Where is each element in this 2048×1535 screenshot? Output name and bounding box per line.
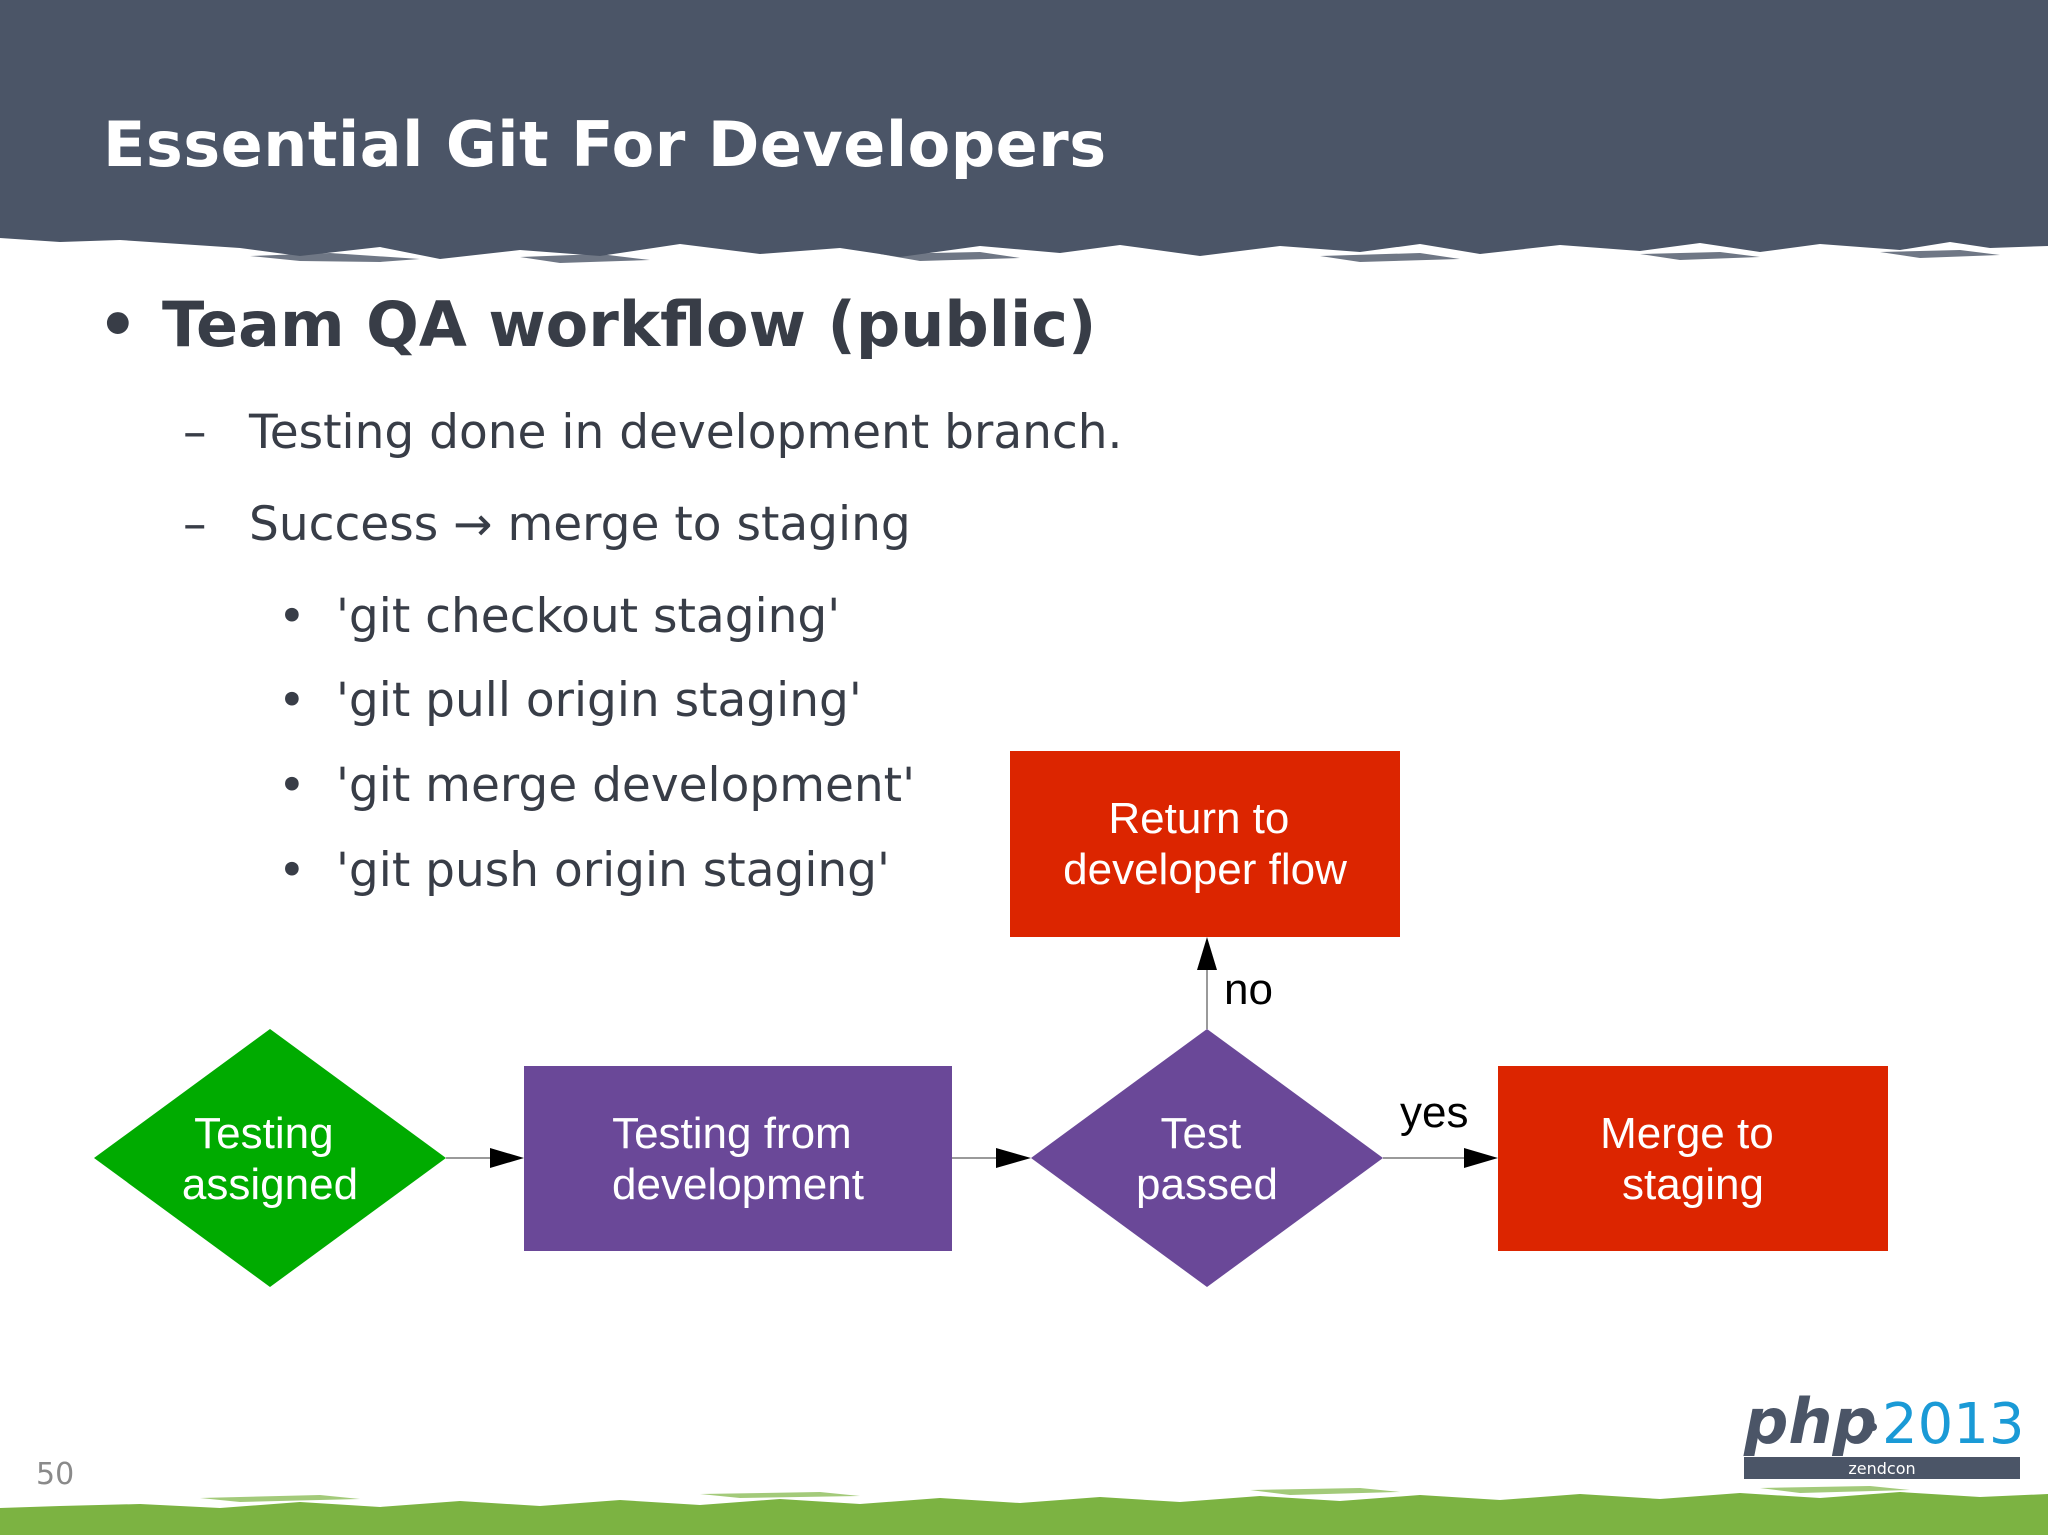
no-label: no [1224,965,1273,1014]
heading-bullet: • Team QA workflow (public) [98,288,1096,361]
subpoint-item: –Success → merge to staging [183,497,911,552]
node-testing-from-development: Testing from development [524,1066,952,1251]
bullet-dot: • [98,288,138,361]
logo-sub-text: zendcon [1848,1459,1915,1478]
outcome-box [1010,751,1400,937]
node-test-passed: Test passed [1031,1029,1383,1287]
edge-decision-no [1197,937,1217,1029]
bullet-dot: • [278,758,306,813]
node-label: Test passed [1136,1109,1278,1209]
page-number: 50 [36,1457,75,1492]
command-text: 'git merge development' [336,758,916,813]
php-zendcon-logo: php 2013 zendcon [1743,1385,2024,1479]
logo-year-text: 2013 [1882,1392,2024,1457]
command-text: 'git push origin staging' [336,843,890,898]
footer-brush-edge [0,1486,2048,1535]
command-item: • 'git pull origin staging' [278,673,862,728]
node-label: Testing from development [612,1109,864,1209]
subpoint-text: Testing done in development branch. [249,405,1123,460]
node-label: Testing assigned [182,1109,358,1209]
node-merge-to-staging: Merge to staging [1498,1066,1888,1251]
header-brush-edge [0,226,2048,263]
command-item: • 'git checkout staging' [278,589,840,644]
bullet-dot: • [278,843,306,898]
node-return-to-developer-flow: Return to developer flow [1010,751,1400,937]
bullet-dot: • [278,673,306,728]
edge-testing-to-decision [952,1148,1031,1168]
subpoint-text: Success → merge to staging [249,497,911,552]
command-text: 'git checkout staging' [336,589,841,644]
node-label: Merge to staging [1600,1109,1786,1209]
command-text: 'git pull origin staging' [336,673,862,728]
node-label: Return to developer flow [1063,794,1347,894]
edge-assigned-to-testing [446,1148,524,1168]
logo-dot [1869,1423,1877,1431]
dash-marker: – [183,405,207,460]
command-item: • 'git push origin staging' [278,843,890,898]
edge-decision-yes [1383,1148,1498,1168]
command-item: • 'git merge development' [278,758,915,813]
dash-marker: – [183,497,207,552]
subpoint-item: –Testing done in development branch. [183,405,1123,460]
slide-header [0,0,2048,236]
slide-title: Essential Git For Developers [103,108,1107,181]
process-box [524,1066,952,1251]
decision-diamond [1031,1029,1383,1287]
heading-text: Team QA workflow (public) [162,288,1097,361]
outcome-box [1498,1066,1888,1251]
yes-label: yes [1400,1088,1468,1137]
node-testing-assigned: Testing assigned [94,1029,446,1287]
start-diamond [94,1029,446,1287]
logo-banner [1744,1457,2020,1479]
logo-php-text: php [1743,1385,1877,1458]
bullet-dot: • [278,589,306,644]
